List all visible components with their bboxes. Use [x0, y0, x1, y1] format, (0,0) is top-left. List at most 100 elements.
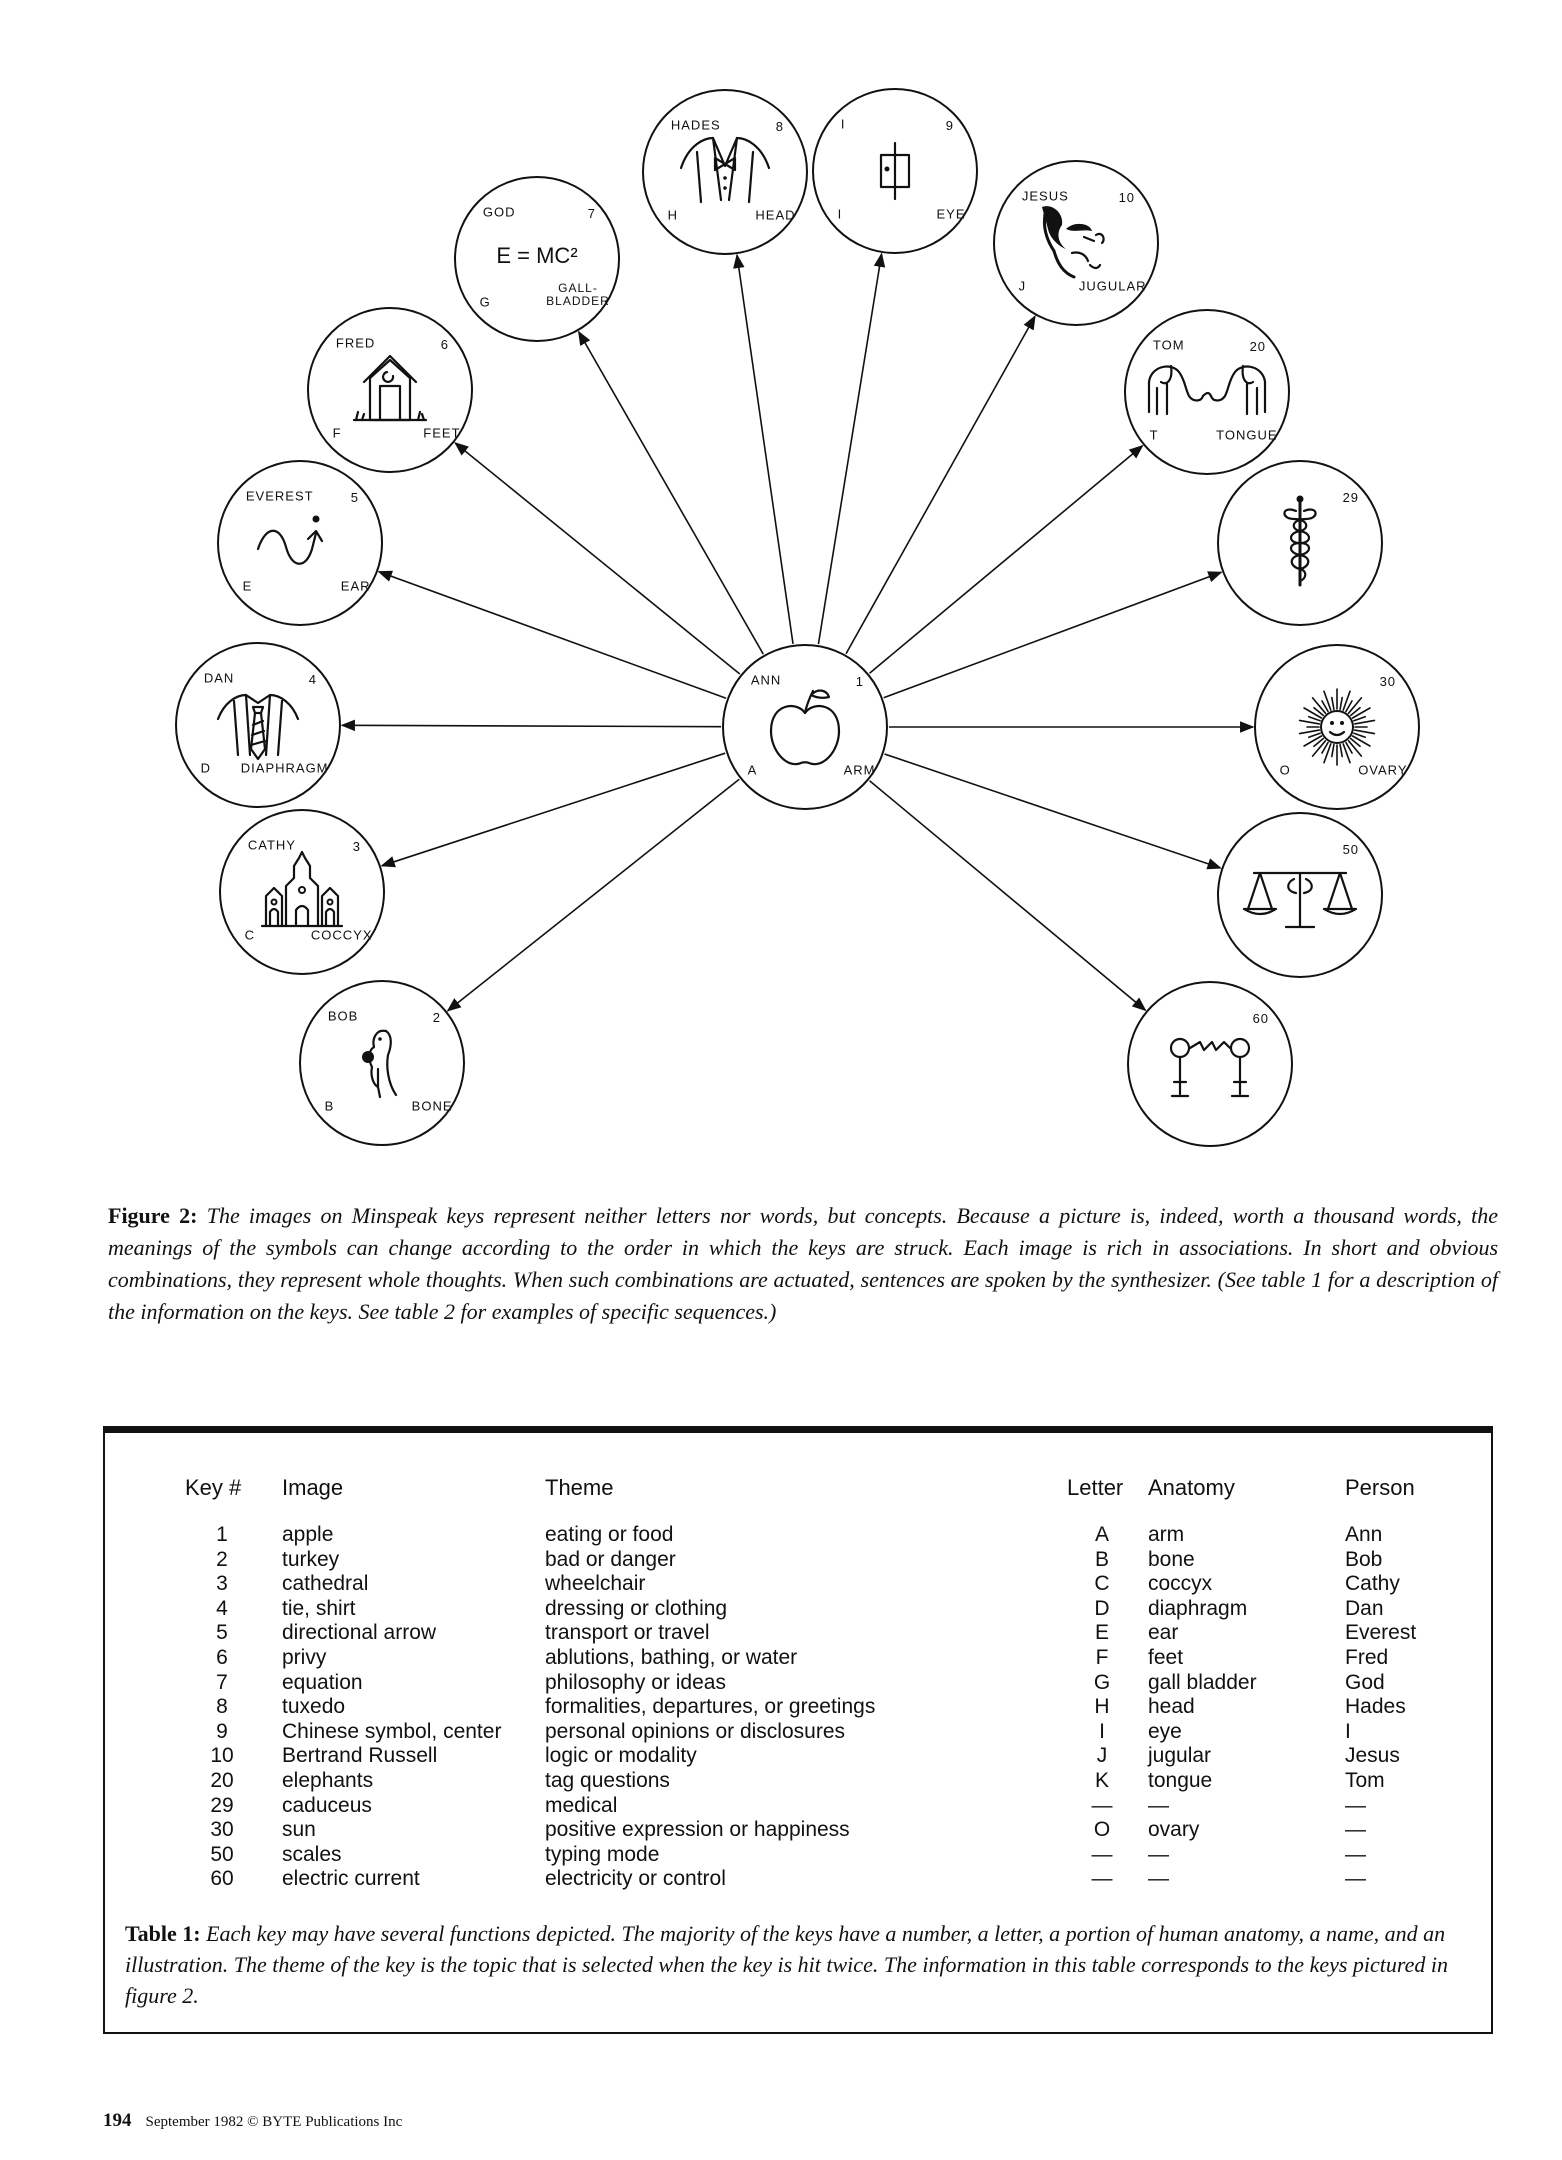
- key-anatomy-label: TONGUE: [1216, 428, 1277, 443]
- cell-anatomy: eye: [1148, 1719, 1182, 1743]
- cell-image: scales: [282, 1842, 342, 1866]
- cell-theme: bad or danger: [545, 1547, 676, 1571]
- cell-person: Everest: [1345, 1621, 1417, 1645]
- cell-letter: F: [1095, 1645, 1109, 1669]
- arrow-to-scales: [884, 753, 1222, 870]
- arrow-to-cathedral: [380, 752, 726, 868]
- key-caduceus: 29: [1217, 460, 1383, 626]
- cell-image: directional arrow: [282, 1621, 437, 1645]
- key-number-label: 6: [441, 337, 449, 352]
- arrow-to-equation: [578, 330, 764, 655]
- cell-theme: logic or modality: [545, 1744, 697, 1768]
- cell-letter: —: [1091, 1842, 1113, 1866]
- cell-key: 6: [216, 1645, 228, 1669]
- cell-letter: G: [1093, 1670, 1111, 1694]
- key-anatomy-label: ARM: [844, 763, 876, 778]
- equation-icon: E = MC²: [496, 243, 577, 268]
- key-person-label: DAN: [204, 670, 234, 685]
- tuxedo-icon: [679, 136, 771, 204]
- cell-anatomy: —: [1148, 1867, 1169, 1891]
- key-circle: [1127, 981, 1293, 1147]
- cell-theme: formalities, departures, or greetings: [545, 1695, 876, 1719]
- key-person-label: EVEREST: [246, 488, 314, 503]
- key-letter-label: B: [325, 1099, 335, 1114]
- key-circle: [307, 307, 473, 473]
- cell-key: 29: [210, 1793, 234, 1817]
- key-number-label: 10: [1119, 190, 1135, 205]
- equation-text: E = MC²: [496, 243, 577, 268]
- cell-key: 30: [210, 1818, 234, 1842]
- header-anatomy: Anatomy: [1148, 1475, 1235, 1500]
- cell-anatomy: gall bladder: [1148, 1670, 1257, 1694]
- cell-letter: —: [1091, 1793, 1113, 1817]
- arrow-to-turkey: [446, 778, 740, 1012]
- key-number-label: 9: [946, 118, 954, 133]
- cell-letter: D: [1094, 1596, 1110, 1620]
- cell-anatomy: bone: [1148, 1547, 1195, 1571]
- key-letter-label: G: [480, 295, 491, 310]
- connector-arrows: [340, 252, 1255, 1012]
- cell-theme: typing mode: [545, 1842, 660, 1866]
- header-person: Person: [1345, 1475, 1415, 1500]
- key-letter-label: H: [668, 208, 678, 223]
- key-circle: [454, 176, 620, 342]
- footer-text: September 1982 © BYTE Publications Inc: [145, 2114, 403, 2130]
- cell-person: God: [1345, 1670, 1385, 1694]
- cell-key: 5: [216, 1621, 228, 1645]
- key-table: Key # Image Theme Letter Anatomy Person …: [103, 1426, 1493, 2034]
- cell-person: —: [1345, 1867, 1366, 1891]
- arrow-to-privy: [454, 442, 741, 675]
- cell-theme: dressing or clothing: [545, 1596, 728, 1620]
- cell-theme: wheelchair: [545, 1572, 646, 1596]
- key-anatomy-label: DIAPHRAGM: [241, 761, 329, 776]
- cell-image: tuxedo: [282, 1695, 346, 1719]
- figure-caption-label: Figure 2:: [108, 1203, 198, 1228]
- cell-key: 60: [210, 1867, 234, 1891]
- key-number-label: 7: [588, 206, 596, 221]
- cell-image: equation: [282, 1670, 363, 1694]
- russell-icon: [1042, 206, 1105, 279]
- cell-theme: transport or travel: [545, 1621, 710, 1645]
- key-number-label: 3: [353, 839, 361, 854]
- key-circle: [299, 980, 465, 1146]
- scales-icon: [1242, 871, 1358, 929]
- cell-theme: medical: [545, 1793, 618, 1817]
- elephants-icon: [1147, 364, 1267, 416]
- cell-anatomy: arm: [1148, 1523, 1185, 1546]
- table-caption: Table 1: Each key may have several funct…: [125, 1918, 1475, 2011]
- cell-person: —: [1345, 1842, 1366, 1866]
- cell-key: 7: [216, 1670, 228, 1694]
- key-anatomy-label: EYE: [937, 207, 966, 222]
- header-image: Image: [282, 1475, 344, 1500]
- key-letter-label: E: [243, 579, 253, 594]
- key-person-label: I: [841, 116, 846, 131]
- cell-person: —: [1345, 1793, 1366, 1817]
- arrow-to-current: [869, 780, 1147, 1012]
- key-circle: [217, 460, 383, 626]
- key-letter-label: A: [748, 763, 758, 778]
- key-circle: [175, 642, 341, 808]
- key-letter-label: J: [1019, 279, 1027, 294]
- tie-icon: [216, 693, 300, 761]
- key-person-label: FRED: [336, 335, 375, 350]
- turkey-icon: [362, 1029, 398, 1099]
- key-number-label: 2: [433, 1010, 441, 1025]
- key-number-label: 8: [776, 119, 784, 134]
- cell-person: Ann: [1345, 1523, 1383, 1546]
- cell-key: 8: [216, 1695, 228, 1719]
- key-anatomy-label-2: BLADDER: [546, 294, 610, 308]
- cell-key: 2: [216, 1547, 228, 1571]
- key-person-label: BOB: [328, 1008, 358, 1023]
- table-caption-text: Each key may have several functions depi…: [125, 1921, 1449, 2008]
